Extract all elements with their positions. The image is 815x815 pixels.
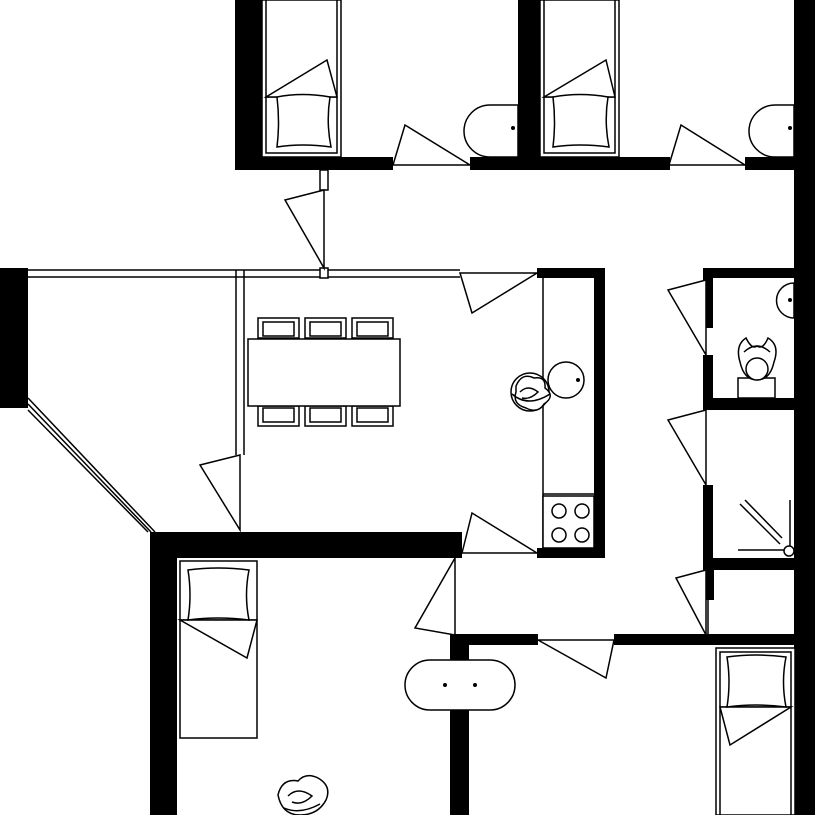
wall [537,548,605,558]
bed [177,560,258,739]
door [667,123,748,166]
wall [794,0,815,815]
wall [518,0,540,170]
wall [703,558,803,570]
partitions [27,169,709,640]
wall [235,0,262,170]
wall [703,268,713,328]
bathtub [404,659,516,711]
potted-plant [510,372,551,412]
wall [745,157,795,170]
bed [539,0,620,158]
door [458,272,540,315]
wall [235,157,393,170]
wall [703,485,713,570]
door [413,555,456,636]
washbasin [775,282,795,319]
door [391,123,473,166]
shower-tray [738,499,795,557]
door [666,409,707,488]
bathtub [748,104,795,158]
wall [470,157,670,170]
potted-plant [277,774,329,815]
bed [261,0,342,158]
cooktop [542,495,595,549]
door [535,639,615,680]
wall [150,532,462,558]
toilet [737,336,777,399]
bed [715,647,796,815]
door [674,569,707,636]
door [666,279,707,358]
wall [614,634,804,645]
doors [198,123,748,680]
wall [537,268,605,278]
wall [703,355,713,410]
door [461,511,540,554]
wall [0,268,28,408]
dining-table [247,317,401,427]
door [283,189,325,271]
kitchen-sink [547,361,585,399]
wall [450,634,538,645]
door [198,454,241,533]
wall [705,570,714,600]
wall [594,268,605,558]
wall [703,398,803,410]
wall [150,532,177,815]
wall [703,268,803,278]
bathtub [463,104,519,158]
